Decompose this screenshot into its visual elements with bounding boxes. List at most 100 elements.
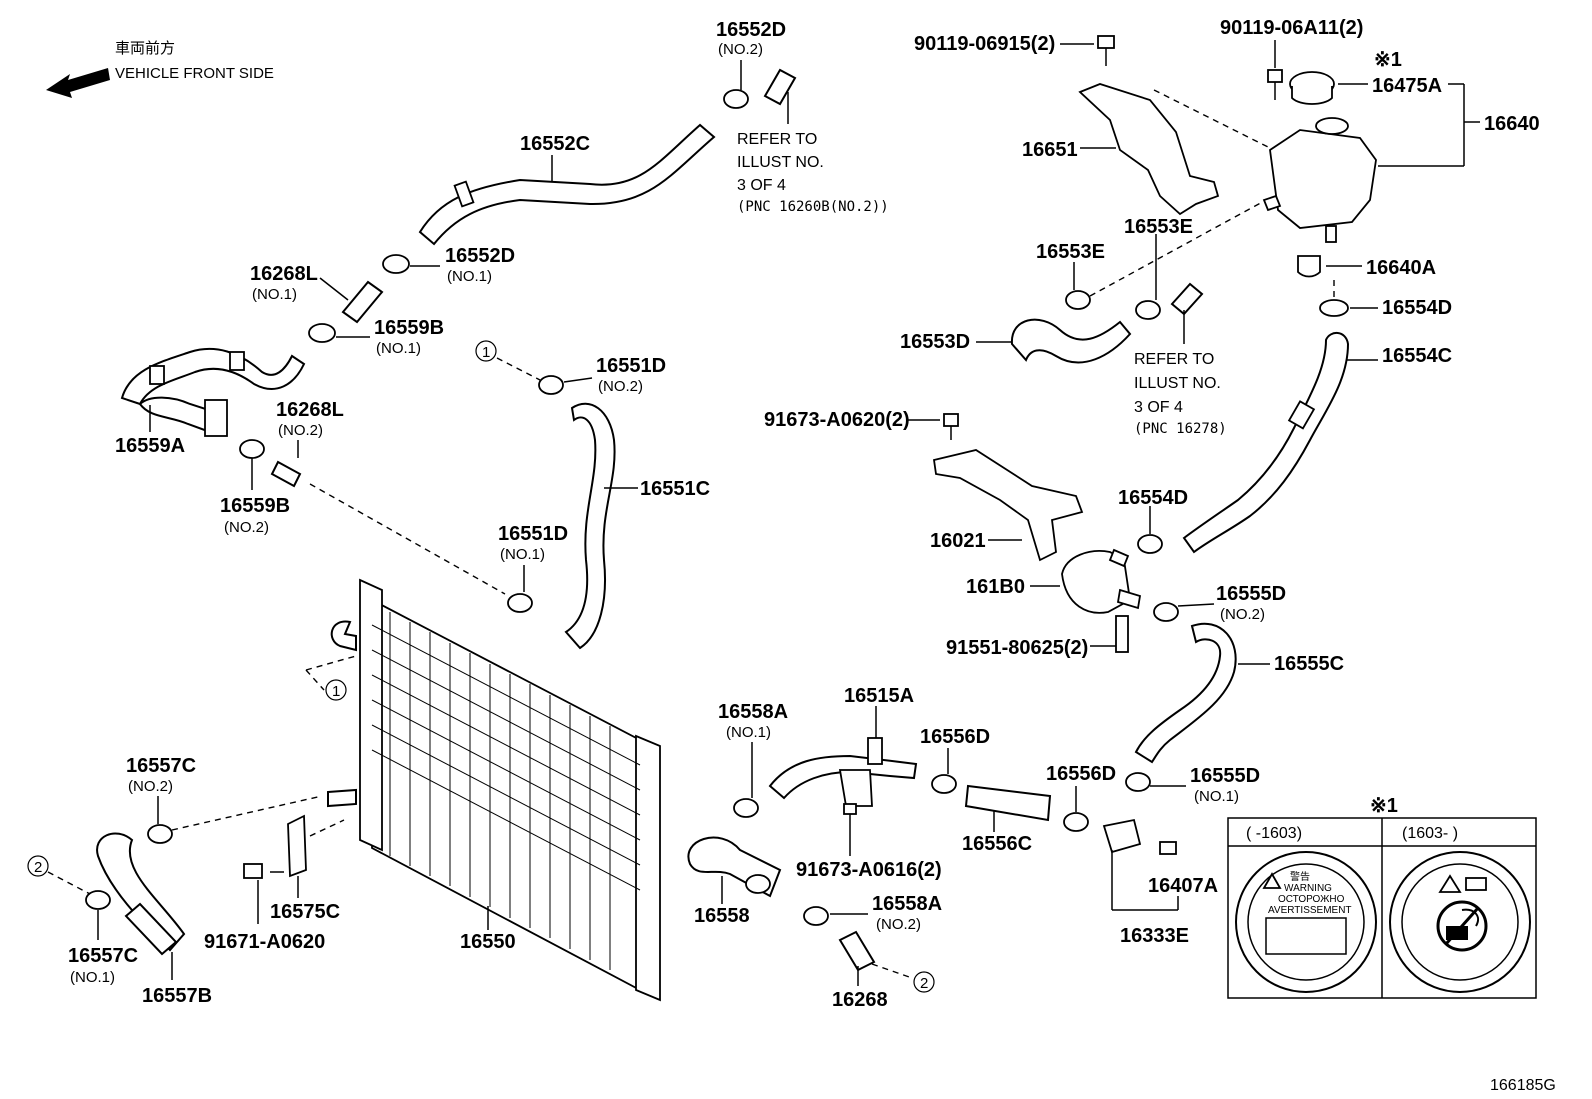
sub-16559B-no1: (NO.1) bbox=[376, 340, 421, 357]
hose-16559A-clip-b bbox=[229, 351, 245, 371]
sub-16559B-no2: (NO.2) bbox=[224, 519, 269, 536]
connector-16333E bbox=[1102, 818, 1142, 854]
sub-16268L-no1: (NO.1) bbox=[252, 286, 297, 303]
hose-16554C-clip bbox=[1287, 400, 1316, 430]
label-16557B: 16557B bbox=[142, 985, 212, 1007]
figure-id: 166185G bbox=[1490, 1077, 1556, 1094]
cap-right-hand-icon bbox=[1461, 908, 1480, 927]
pipe-16515A-tab bbox=[867, 737, 883, 765]
clamp-16551D-no1 bbox=[507, 593, 533, 613]
clamp-16551D-no2 bbox=[538, 375, 564, 395]
refer-a-line3: 3 OF 4 bbox=[737, 177, 786, 194]
inset-left-header: ( -1603) bbox=[1246, 825, 1302, 842]
clamp-16557C-no1 bbox=[85, 890, 111, 910]
clamp-16556D-b bbox=[1063, 812, 1089, 832]
front-arrow-icon bbox=[46, 68, 110, 98]
label-16555C: 16555C bbox=[1274, 653, 1344, 675]
bolt-91673-A0620-head bbox=[943, 413, 959, 427]
sub-16268L-no2: (NO.2) bbox=[278, 422, 323, 439]
label-16021: 16021 bbox=[930, 530, 986, 552]
pump-outlet bbox=[1116, 588, 1142, 610]
label-16552C: 16552C bbox=[520, 133, 590, 155]
clamp-16558A-no2 bbox=[803, 906, 829, 926]
label-16553E-a: 16553E bbox=[1036, 241, 1105, 263]
clamp-16555D-no1 bbox=[1125, 772, 1151, 792]
reservoir-16640 bbox=[1269, 129, 1377, 229]
label-16552D-no1: 16552D bbox=[445, 245, 515, 267]
label-16640A: 16640A bbox=[1366, 257, 1436, 279]
label-16333E: 16333E bbox=[1120, 925, 1189, 947]
clamp-16554D-lower bbox=[1137, 534, 1163, 554]
hose-group-16559A: 16559A bbox=[115, 348, 306, 457]
inset-mark: ※1 bbox=[1370, 795, 1398, 817]
pipe-16515A bbox=[768, 754, 918, 800]
clamp-16552D-no2 bbox=[723, 89, 749, 109]
label-16268L-no2: 16268L bbox=[276, 399, 344, 421]
hose-16552C bbox=[418, 123, 716, 246]
label-91671-A0620: 91671-A0620 bbox=[204, 931, 325, 953]
bracket-16575C bbox=[287, 814, 307, 878]
sub-16551D-no1: (NO.1) bbox=[500, 546, 545, 563]
clamp-16556D-a bbox=[931, 774, 957, 794]
cap-left-text-1: 警告 bbox=[1290, 870, 1310, 883]
clamp-16557C-no2 bbox=[147, 824, 173, 844]
pump-inlet bbox=[1108, 548, 1130, 568]
refer-a-line1: REFER TO bbox=[737, 131, 817, 148]
hose-group-16554C: 16554C 16554D bbox=[1182, 280, 1452, 554]
label-16553E-b: 16553E bbox=[1124, 216, 1193, 238]
hose-16558-clamp bbox=[745, 874, 771, 894]
refer-a-line2: ILLUST NO. bbox=[737, 154, 824, 171]
ref-circle-2-left-text: 2 bbox=[34, 859, 42, 876]
bolt-90119-06A11-head bbox=[1267, 69, 1283, 83]
radiator-16550: 1 16550 bbox=[305, 578, 661, 1002]
bolt-91551-80625 bbox=[1115, 615, 1129, 653]
sub-16551D-no2: (NO.2) bbox=[598, 378, 643, 395]
ref-circle-1-radiator-text: 1 bbox=[332, 683, 340, 700]
hose-16556C bbox=[964, 784, 1052, 822]
reservoir-drain bbox=[1325, 225, 1337, 243]
reservoir-port bbox=[1262, 194, 1282, 212]
hose-16554C bbox=[1182, 332, 1350, 554]
pipe-stub-b bbox=[1170, 282, 1204, 316]
label-16559B-no1: 16559B bbox=[374, 317, 444, 339]
label-16554C: 16554C bbox=[1382, 345, 1452, 367]
sub-16558A-no1: (NO.1) bbox=[726, 724, 771, 741]
label-16557C-no2: 16557C bbox=[126, 755, 196, 777]
upper-hose-group: 16552D (NO.2) 16552C REFER TO ILLUST NO.… bbox=[250, 19, 889, 357]
inset-right-header: (1603- ) bbox=[1402, 825, 1458, 842]
clamp-16558A-no1 bbox=[733, 798, 759, 818]
hose-group-16553D: 16553E 16553D 16553E REFER TO ILLUST NO.… bbox=[900, 199, 1267, 437]
cap-left-text-3: ОСТОРОЖНО bbox=[1278, 894, 1345, 905]
label-16554D-upper: 16554D bbox=[1382, 297, 1452, 319]
hose-16553D bbox=[1010, 318, 1132, 364]
label-91551-80625: 91551-80625(2) bbox=[946, 637, 1088, 659]
clamp-16559B-no2 bbox=[239, 439, 265, 459]
refer-b-line1: REFER TO bbox=[1134, 351, 1214, 368]
refer-note-a: REFER TO ILLUST NO. 3 OF 4 (PNC 16260B(N… bbox=[737, 131, 889, 215]
radiator-left-tank bbox=[359, 578, 383, 852]
pipe-16268L-no1 bbox=[341, 280, 384, 324]
sub-16558A-no2: (NO.2) bbox=[876, 916, 921, 933]
front-en-label: VEHICLE FRONT SIDE bbox=[115, 65, 274, 82]
refer-b-line2: ILLUST NO. bbox=[1134, 375, 1221, 392]
label-16556D-b: 16556D bbox=[1046, 763, 1116, 785]
clamp-16553E-b bbox=[1135, 300, 1161, 320]
bracket-group-16651: 90119-06915(2) 16651 bbox=[914, 33, 1275, 216]
pipe-16515A-bracket bbox=[838, 769, 873, 807]
hose-16557B bbox=[96, 832, 186, 952]
reservoir-group-16640: 90119-06A11(2) ※1 16475A 16640 16640A bbox=[1220, 17, 1540, 279]
hose-group-16557B: 16557C (NO.2) 16557C (NO.1) 2 16557B 916… bbox=[27, 755, 345, 1007]
hose-16551C bbox=[564, 402, 616, 650]
label-16558: 16558 bbox=[694, 905, 750, 927]
label-16556C: 16556C bbox=[962, 833, 1032, 855]
sub-16552D-no1: (NO.1) bbox=[447, 268, 492, 285]
label-16558A-no1: 16558A bbox=[718, 701, 788, 723]
lower-left-fittings: 16559B (NO.2) 16268L (NO.2) bbox=[220, 399, 506, 595]
cap-right-book-icon bbox=[1465, 877, 1487, 891]
cap-left-warning-icon bbox=[1262, 872, 1282, 889]
label-91673-A0616: 91673-A0616(2) bbox=[796, 859, 942, 881]
ref-circle-2-right-text: 2 bbox=[920, 975, 928, 992]
label-16558A-no2: 16558A bbox=[872, 893, 942, 915]
cap-left-text-2: WARNING bbox=[1284, 883, 1332, 894]
